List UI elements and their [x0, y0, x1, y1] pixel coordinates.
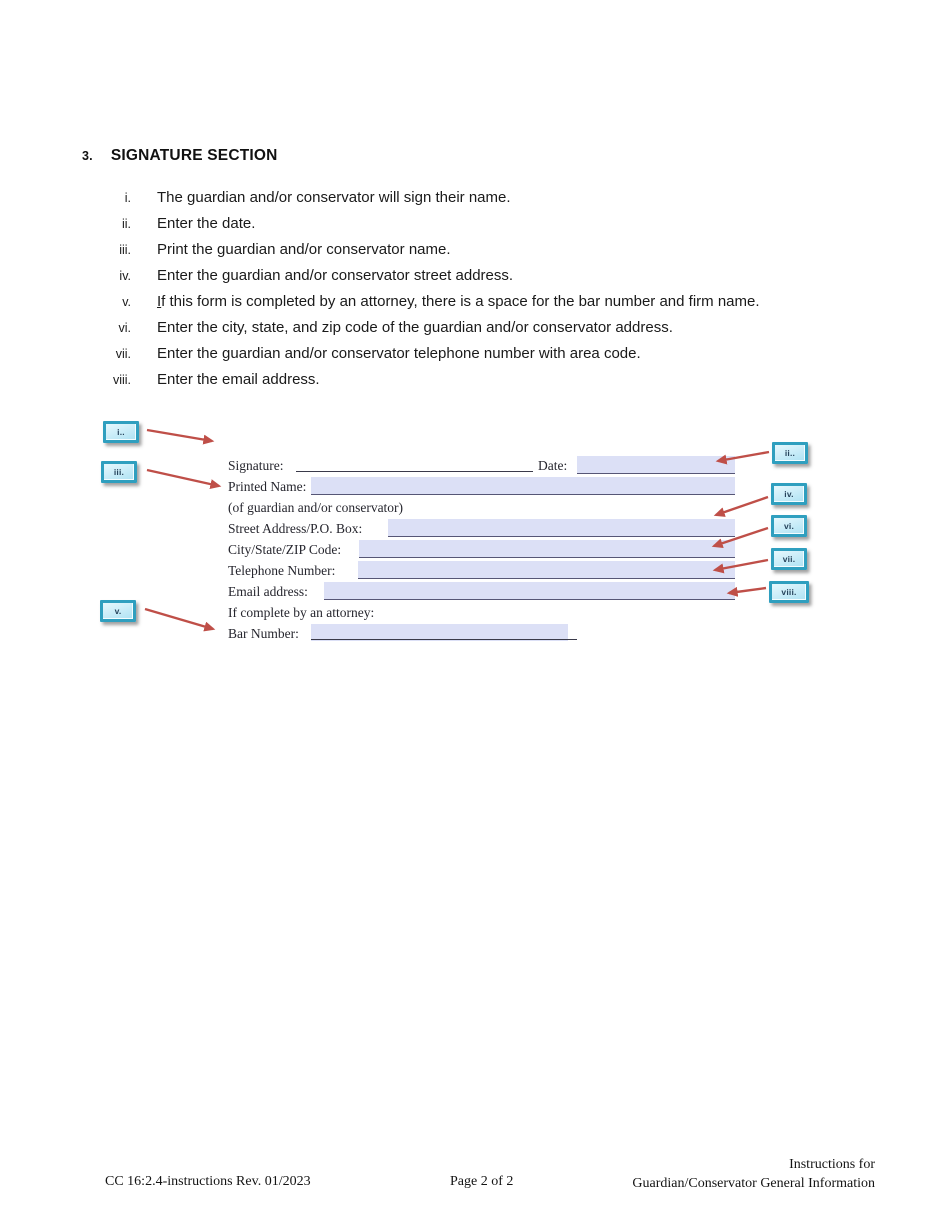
- arrow-i-to-signature: [146, 428, 215, 445]
- item-text: If this form is completed by an attorney…: [157, 291, 812, 313]
- date-label: Date:: [538, 458, 568, 473]
- callout-box-i: i..: [103, 421, 139, 443]
- callout-box-vii: vii.: [771, 548, 807, 570]
- item-text-rest: f this form is completed by an attorney,…: [161, 293, 760, 310]
- date-field: [577, 456, 735, 474]
- footer-title-line1: Instructions for: [789, 1157, 875, 1172]
- callout-box-ii: ii..: [772, 442, 808, 464]
- callout-box-iv: iv.: [771, 483, 807, 505]
- printed-name-note: (of guardian and/or conservator): [228, 500, 404, 515]
- email-field: [324, 582, 735, 600]
- footer-document-title: Instructions for Guardian/Conservator Ge…: [632, 1156, 875, 1193]
- item-text: Enter the email address.: [157, 371, 320, 388]
- underlined-letter: I: [157, 293, 162, 310]
- callout-box-iii: iii.: [101, 461, 137, 483]
- item-text: Enter the date.: [157, 215, 256, 232]
- instruction-item-iv: iv. Enter the guardian and/or conservato…: [0, 265, 880, 287]
- item-text: The guardian and/or conservator will sig…: [157, 189, 511, 206]
- footer-page-number: Page 2 of 2: [450, 1174, 514, 1189]
- telephone-field: [358, 561, 735, 579]
- item-text: Print the guardian and/or conservator na…: [157, 241, 451, 258]
- item-marker: vii.: [115, 347, 131, 361]
- signature-line: [296, 457, 533, 472]
- footer-title-line2: Guardian/Conservator General Information: [632, 1175, 875, 1191]
- item-marker: v.: [122, 295, 131, 309]
- arrow-iv-to-street: [713, 495, 769, 517]
- instruction-item-iii: iii. Print the guardian and/or conservat…: [0, 239, 880, 261]
- instruction-list: i. The guardian and/or conservator will …: [0, 187, 880, 395]
- instruction-item-vii: vii. Enter the guardian and/or conservat…: [0, 343, 880, 365]
- telephone-label: Telephone Number:: [228, 563, 336, 578]
- printed-name-label: Printed Name:: [228, 479, 307, 494]
- arrow-iii-to-printed-name: [146, 468, 222, 490]
- item-marker: i.: [124, 191, 131, 205]
- item-marker: iv.: [119, 269, 131, 283]
- email-label: Email address:: [228, 584, 308, 599]
- street-address-field: [388, 519, 735, 537]
- city-state-zip-field: [359, 540, 735, 558]
- instruction-item-viii: viii. Enter the email address.: [0, 369, 880, 391]
- instruction-item-ii: ii. Enter the date.: [0, 213, 880, 235]
- instruction-item-v: v. If this form is completed by an attor…: [0, 291, 880, 313]
- attorney-note: If complete by an attorney:: [228, 605, 375, 620]
- section-heading: 3. SIGNATURE SECTION: [82, 147, 278, 165]
- bar-number-label: Bar Number:: [228, 626, 299, 641]
- bar-number-field: [311, 624, 568, 641]
- callout-box-v: v.: [100, 600, 136, 622]
- callout-box-vi: vi.: [771, 515, 807, 537]
- street-address-label: Street Address/P.O. Box:: [228, 521, 363, 536]
- callout-box-viii: viii.: [769, 581, 809, 603]
- item-marker: vi.: [118, 321, 132, 335]
- footer-form-number: CC 16:2.4-instructions Rev. 01/2023: [105, 1174, 311, 1189]
- city-state-zip-label: City/State/ZIP Code:: [228, 542, 342, 557]
- item-marker: viii.: [112, 373, 131, 387]
- item-text: Enter the guardian and/or conservator st…: [157, 267, 514, 284]
- arrow-v-to-bar-number: [144, 607, 216, 632]
- section-title: SIGNATURE SECTION: [110, 147, 278, 164]
- item-marker: iii.: [119, 243, 131, 257]
- instruction-item-i: i. The guardian and/or conservator will …: [0, 187, 880, 209]
- bar-number-underline: [311, 626, 577, 640]
- instruction-item-vi: vi. Enter the city, state, and zip code …: [0, 317, 880, 339]
- item-marker: ii.: [121, 217, 131, 231]
- section-number: 3.: [82, 149, 93, 163]
- item-text: Enter the city, state, and zip code of t…: [157, 319, 673, 336]
- signature-label: Signature:: [228, 458, 284, 473]
- item-text: Enter the guardian and/or conservator te…: [157, 345, 641, 362]
- printed-name-field: [311, 477, 735, 495]
